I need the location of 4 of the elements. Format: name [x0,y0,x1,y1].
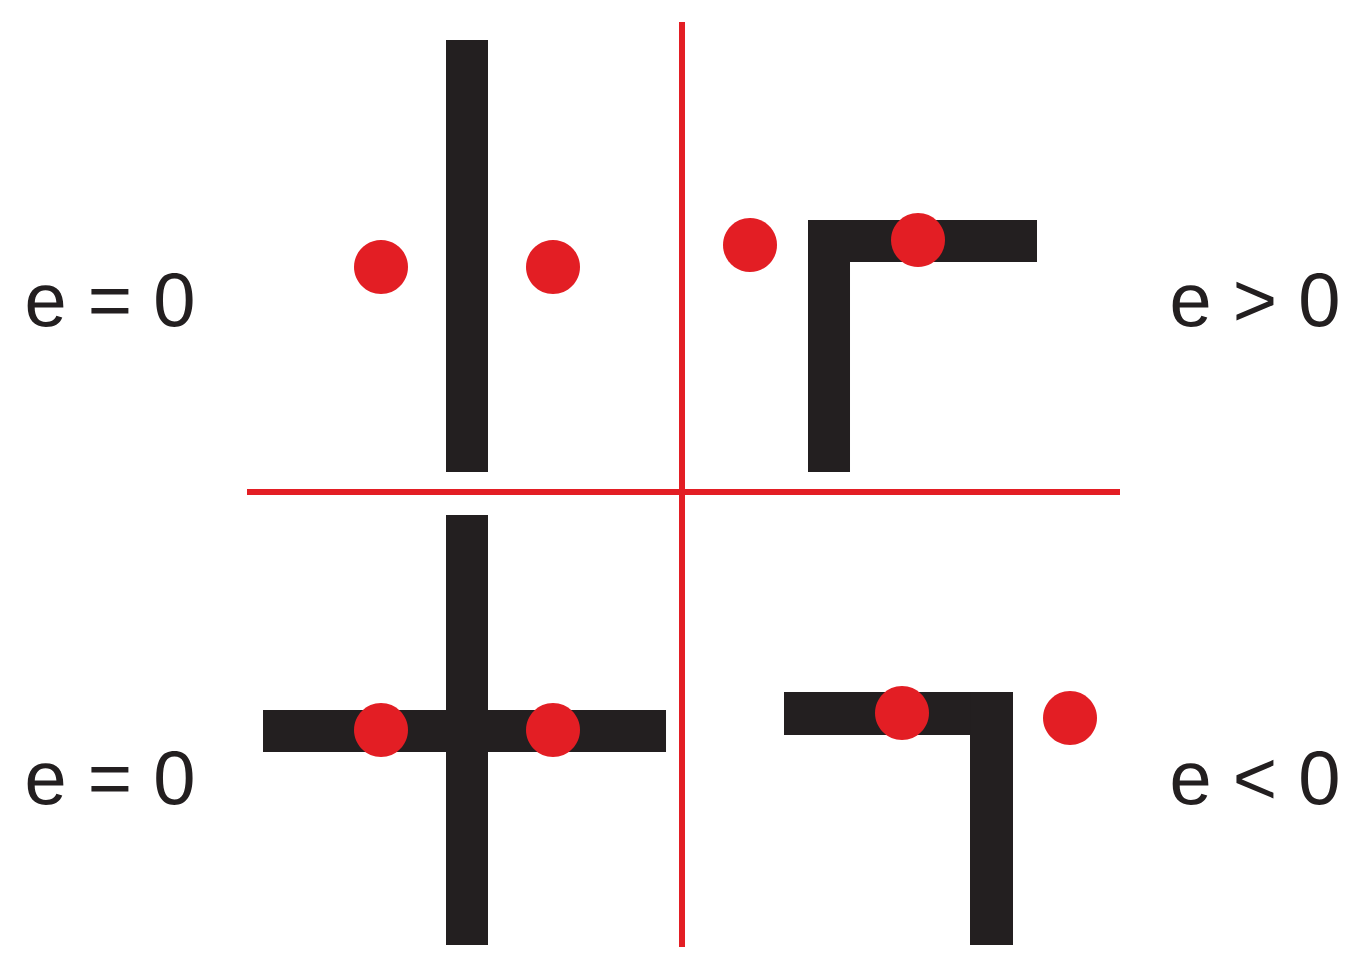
case-label: e = 0 [27,751,193,805]
case-label: e < 0 [1172,751,1338,805]
case-label: e > 0 [1172,273,1338,327]
case-label: e = 0 [27,273,193,327]
